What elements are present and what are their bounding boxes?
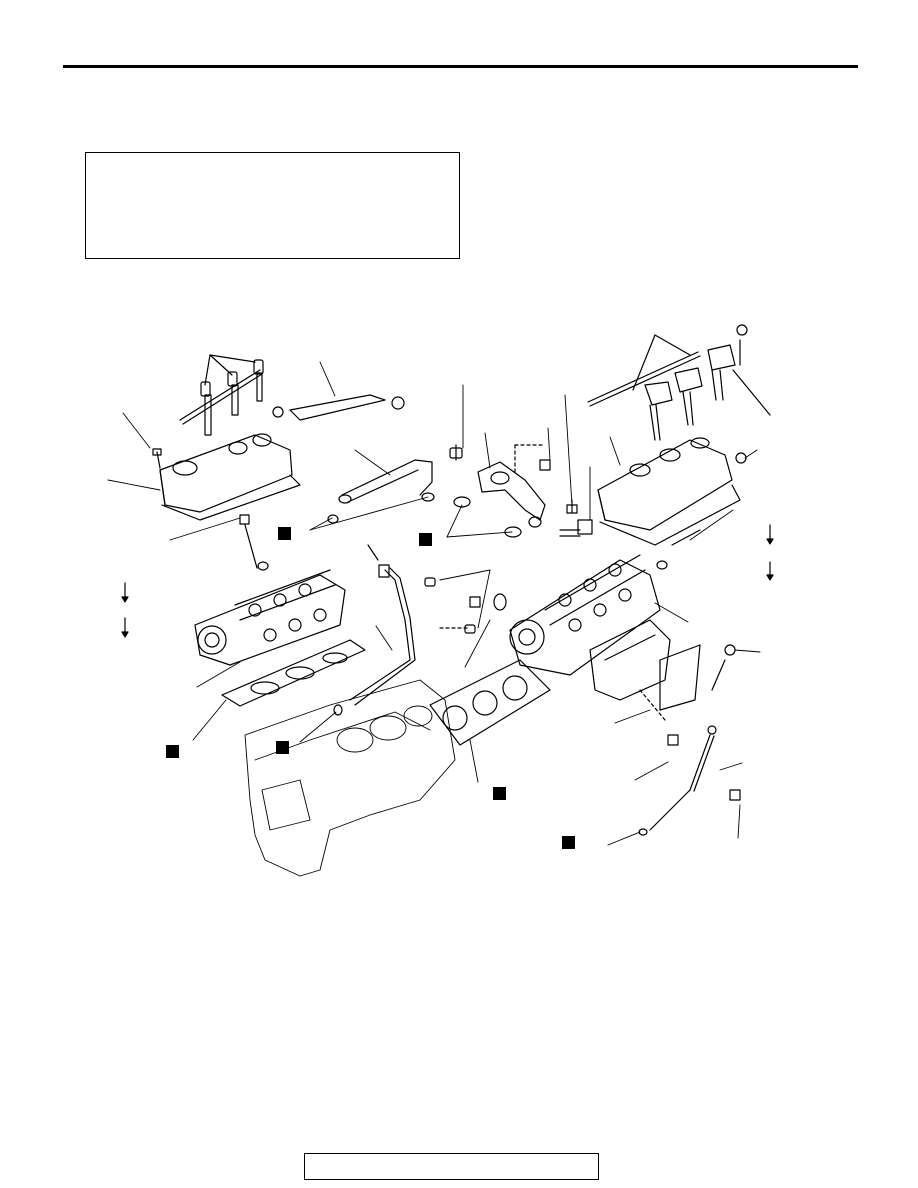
- footer-box: [304, 1153, 599, 1180]
- left-cylinder-head: [194, 514, 346, 666]
- left-rocker-cover: [152, 433, 301, 521]
- upper-hose: [272, 394, 405, 421]
- callout-square: [166, 745, 179, 758]
- leader-lines: [107, 361, 761, 846]
- oil-gauge-pipe: [333, 544, 507, 716]
- callout-square: [276, 741, 289, 754]
- right-exhaust-manifold: [589, 619, 671, 701]
- water-outlet-fitting: [453, 444, 551, 538]
- right-ignition-coils: [587, 324, 771, 441]
- left-head-gasket: [221, 639, 366, 707]
- callout-square: [419, 533, 432, 546]
- callout-squares: [166, 527, 575, 849]
- callout-square: [493, 787, 506, 800]
- engine-block-outline: [244, 679, 456, 877]
- water-pipe: [327, 444, 463, 524]
- right-rocker-cover: [597, 437, 747, 546]
- right-cylinder-head: [509, 529, 701, 676]
- bracket-ground-wire: [638, 644, 741, 836]
- callout-square: [562, 836, 575, 849]
- callout-square: [278, 527, 291, 540]
- left-spark-plug-cables: [179, 354, 264, 436]
- header-rule: [63, 65, 858, 68]
- note-box: [85, 152, 460, 259]
- sensor-connector: [559, 499, 593, 537]
- direction-arrows: [121, 524, 774, 638]
- right-head-gasket: [429, 659, 551, 746]
